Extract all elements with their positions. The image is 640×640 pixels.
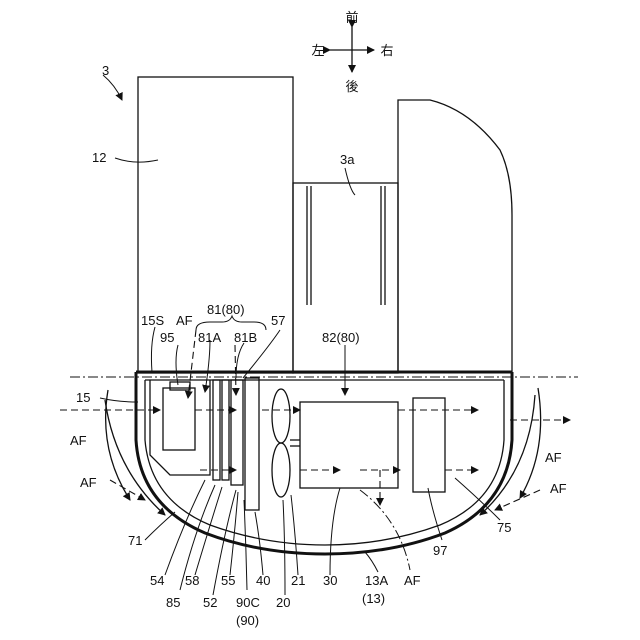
component-97 — [413, 398, 445, 492]
upper-structures — [138, 77, 512, 373]
label-af-left2: AF — [80, 475, 97, 490]
label-40: 40 — [256, 573, 270, 588]
bracket-95 — [150, 380, 210, 475]
label-95: 95 — [160, 330, 174, 345]
compass-left-label: 左 — [311, 44, 324, 59]
label-97: 97 — [433, 543, 447, 558]
block-right-rounded — [398, 100, 512, 373]
label-15s: 15S — [141, 313, 164, 328]
compass-rose: 前 後 左 右 — [311, 10, 393, 95]
plate-40 — [245, 378, 259, 510]
label-30: 30 — [323, 573, 337, 588]
block-12 — [138, 77, 293, 373]
label-75: 75 — [497, 520, 511, 535]
label-af-right1: AF — [545, 450, 562, 465]
label-90c: 90C — [236, 595, 260, 610]
bracket-81 — [196, 316, 266, 330]
label-81a: 81A — [198, 330, 221, 345]
internal-components — [150, 378, 445, 510]
label-71: 71 — [128, 533, 142, 548]
label-85: 85 — [166, 595, 180, 610]
label-52: 52 — [203, 595, 217, 610]
component-95 — [163, 388, 195, 450]
label-21: 21 — [291, 573, 305, 588]
label-55: 55 — [221, 573, 235, 588]
bowl-housing — [136, 372, 512, 554]
plate-81b — [222, 380, 229, 480]
label-20: 20 — [276, 595, 290, 610]
motor-30 — [300, 402, 398, 488]
label-12: 12 — [92, 150, 106, 165]
fan-blade-top — [272, 389, 290, 443]
compass-right-label: 右 — [380, 44, 393, 59]
fan-blade-bottom — [272, 443, 290, 497]
inner-shell — [145, 380, 504, 545]
label-af-left1: AF — [70, 433, 87, 448]
label-81b: 81B — [234, 330, 257, 345]
label-58: 58 — [185, 573, 199, 588]
label-90: (90) — [236, 613, 259, 628]
label-57: 57 — [271, 313, 285, 328]
plate-55 — [231, 380, 243, 485]
compass-back-label: 後 — [345, 80, 358, 95]
label-3: 3 — [102, 63, 109, 78]
label-3a: 3a — [340, 152, 355, 167]
label-82-80: 82(80) — [322, 330, 360, 345]
label-af-bottom: AF — [404, 573, 421, 588]
label-15: 15 — [76, 390, 90, 405]
label-13a: 13A — [365, 573, 388, 588]
outer-shell — [136, 372, 512, 554]
compass-front-label: 前 — [345, 10, 358, 26]
label-13: (13) — [362, 591, 385, 606]
label-54: 54 — [150, 573, 164, 588]
plate-81a — [213, 380, 220, 480]
label-af-top: AF — [176, 313, 193, 328]
reference-labels: 3 12 3a 15S AF 81(80) 57 95 81A 81B 82(8… — [70, 63, 567, 628]
label-81-80: 81(80) — [207, 302, 245, 317]
label-af-right2: AF — [550, 481, 567, 496]
